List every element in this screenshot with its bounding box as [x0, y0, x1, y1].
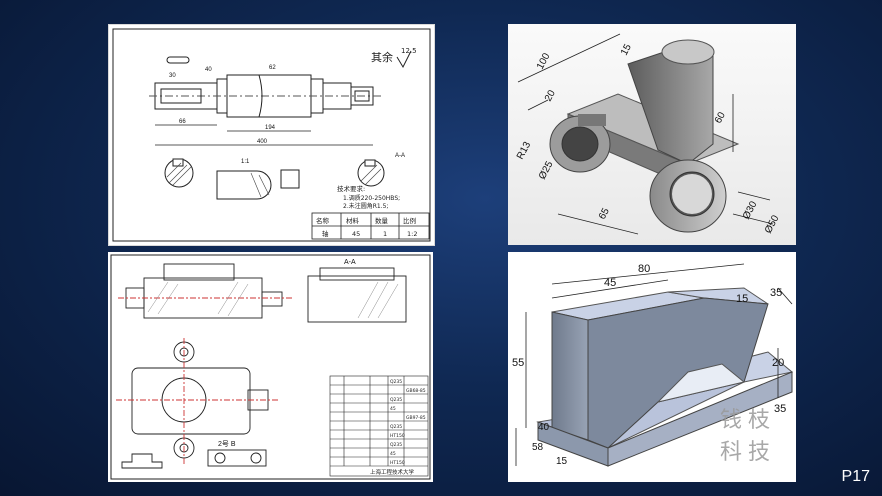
table-header-name: 名称: [316, 216, 330, 225]
iso2-dim-20: 20: [772, 357, 784, 369]
scale-1-1: 1:1: [241, 159, 250, 165]
iso2-dim-35-right: 35: [774, 403, 786, 415]
tech-line-2: 2.未注圆角R1.5;: [343, 202, 388, 210]
table-value-name: 轴: [322, 229, 329, 238]
roughness-note: 其余: [371, 50, 393, 64]
dim-62: 62: [269, 65, 276, 71]
iso1-dim-d50: Ø50: [763, 213, 782, 235]
page-number: P17: [841, 468, 870, 485]
bom-code: HT150: [390, 460, 405, 466]
vise-view-label: 2号 B: [218, 440, 236, 448]
section-a-a: A-A: [395, 153, 405, 159]
bom-code: 45: [390, 451, 396, 457]
iso-model-1: 100 15 20 60 R13 Ø25 65 Ø30 Ø50: [515, 33, 782, 235]
bom-code: Q235: [390, 379, 402, 385]
vise-school: 上海工程技术大学: [370, 468, 415, 476]
iso1-dim-d25: Ø25: [537, 159, 556, 181]
iso2-dim-58: 58: [532, 442, 544, 453]
tech-line-1: 1.调质220-250HBS;: [343, 194, 400, 202]
iso2-dim-80: 80: [638, 263, 650, 275]
vise-drawing: A-A 2号 B: [110, 254, 431, 480]
watermark: 钱枝科技: [720, 408, 777, 465]
bom-code: Q235: [390, 397, 402, 403]
iso1-dim-20: 20: [543, 88, 558, 103]
bom-code: Q235: [390, 424, 402, 430]
iso2-dim-15-top: 15: [736, 293, 748, 305]
bom-code: GB97-85: [406, 415, 426, 421]
bom-code: 45: [390, 406, 396, 412]
table-value-scale: 1:2: [407, 230, 417, 238]
table-header-material: 材料: [346, 216, 360, 225]
table-value-qty: 1: [383, 230, 387, 238]
iso2-dim-35-top: 35: [770, 287, 782, 299]
table-header-qty: 数量: [375, 216, 389, 225]
dim-400: 400: [257, 139, 268, 145]
iso1-dim-r13: R13: [515, 140, 534, 162]
shaft-drawing: 其余 12.5 400 194 66 30 40 62: [112, 28, 431, 242]
iso-model-2: 80 45 15 35 55 20 35 40 58 15: [512, 263, 794, 467]
roughness-value: 12.5: [401, 47, 417, 55]
tech-title: 技术要求:: [337, 184, 365, 193]
iso1-dim-d30: Ø30: [741, 199, 760, 221]
table-header-scale: 比例: [403, 216, 416, 225]
iso1-dim-60: 60: [713, 110, 728, 125]
iso1-dim-65: 65: [597, 206, 612, 221]
dim-30: 30: [169, 73, 176, 79]
iso-model-2-panel: 80 45 15 35 55 20 35 40 58 15 钱枝科技: [508, 252, 796, 482]
iso1-dim-100: 100: [535, 51, 553, 71]
iso-model-1-panel: 100 15 20 60 R13 Ø25 65 Ø30 Ø50: [508, 24, 796, 245]
shaft-drawing-panel: 其余 12.5 400 194 66 30 40 62: [108, 24, 435, 246]
dim-40: 40: [205, 67, 212, 73]
iso2-dim-15-bottom: 15: [556, 456, 568, 467]
vise-section-label: A-A: [344, 259, 356, 266]
dim-66: 66: [179, 119, 186, 125]
bom-code: HT150: [390, 433, 405, 439]
dim-194: 194: [265, 125, 276, 131]
table-value-material: 45: [352, 230, 360, 238]
bom-code: GB68-85: [406, 388, 426, 394]
bom-code: Q235: [390, 442, 402, 448]
iso2-dim-55: 55: [512, 357, 524, 369]
iso1-dim-15: 15: [619, 42, 634, 57]
vise-drawing-panel: A-A 2号 B: [108, 252, 433, 482]
iso2-dim-45: 45: [604, 277, 616, 289]
iso2-dim-40: 40: [538, 422, 550, 433]
